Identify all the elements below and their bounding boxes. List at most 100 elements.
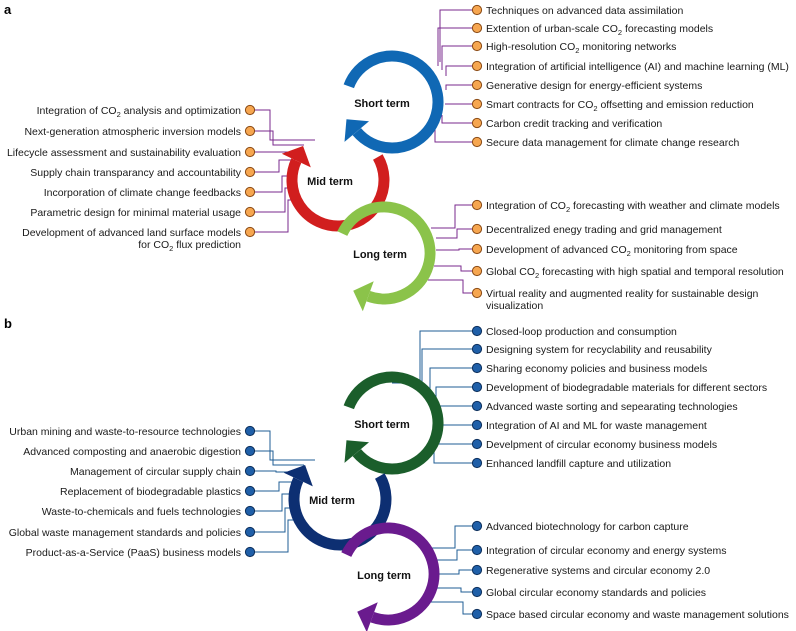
connector-line xyxy=(429,367,477,390)
bullet-dot xyxy=(471,287,483,299)
connector-line xyxy=(420,348,477,386)
mid-term-ring xyxy=(286,154,390,232)
connector-line xyxy=(436,549,477,561)
connector-line xyxy=(250,175,292,193)
connector-line xyxy=(250,493,292,512)
long-term-item: visualization xyxy=(486,300,543,312)
short-term-item: Integration of AI and ML for waste manag… xyxy=(486,420,707,432)
long-term-item: Integration of CO2 forecasting with weat… xyxy=(486,200,780,214)
mid-term-label: Mid term xyxy=(309,495,355,507)
connector-line xyxy=(434,265,477,272)
bullet-dot xyxy=(244,505,256,517)
bullet-dot xyxy=(471,381,483,393)
connector-line xyxy=(437,569,477,575)
short-term-item: Designing system for recyclability and r… xyxy=(486,344,713,356)
bullet-dot xyxy=(471,520,483,532)
connector-line xyxy=(437,27,477,66)
connector-line xyxy=(445,65,477,76)
long-term-ring xyxy=(337,201,436,305)
bullet-dot xyxy=(471,199,483,211)
long-term-label: Long term xyxy=(353,249,407,261)
short-term-item: Sharing economy policies and business mo… xyxy=(486,363,707,375)
bullet-dot xyxy=(471,400,483,412)
bullet-dot xyxy=(244,125,256,137)
long-term-label: Long term xyxy=(357,570,411,582)
connector-line xyxy=(435,436,477,445)
short-term-item: Enhanced landfill capture and utilizatio… xyxy=(486,458,671,470)
mid-term-item: Management of circular supply chain xyxy=(70,466,241,478)
bullet-dot xyxy=(244,546,256,558)
bullet-dot xyxy=(471,60,483,72)
mid-term-ring xyxy=(288,473,392,551)
connector-line xyxy=(250,109,315,141)
connector-line xyxy=(435,386,477,398)
bullet-dot xyxy=(471,265,483,277)
long-term-item: Global circular economy standards and po… xyxy=(486,587,706,599)
short-term-ring xyxy=(343,50,444,154)
bullet-dot xyxy=(471,586,483,598)
connector-line xyxy=(431,204,477,229)
mid-term-arrowhead xyxy=(283,465,313,487)
mid-term-item: Supply chain transparancy and accountabi… xyxy=(30,167,241,179)
connector-line xyxy=(250,481,295,492)
connector-line xyxy=(430,449,477,464)
bullet-dot xyxy=(471,564,483,576)
mid-term-item: Urban mining and waste-to-resource techn… xyxy=(9,426,241,438)
bullet-dot xyxy=(471,325,483,337)
long-term-item: Advanced biotechnology for carbon captur… xyxy=(486,521,689,533)
bullet-dot xyxy=(471,117,483,129)
short-term-item: Carbon credit tracking and verification xyxy=(486,118,662,130)
connector-line xyxy=(441,115,477,124)
bullet-dot xyxy=(471,223,483,235)
connector-line xyxy=(445,84,477,90)
long-term-item: Integration of circular economy and ener… xyxy=(486,545,726,557)
connector-line xyxy=(439,9,477,62)
bullet-dot xyxy=(471,98,483,110)
connector-line xyxy=(436,405,477,410)
bullet-dot xyxy=(244,186,256,198)
short-term-item: Extention of urban-scale CO2 forecasting… xyxy=(486,23,713,37)
bullet-dot xyxy=(471,79,483,91)
connector-line xyxy=(441,45,477,70)
bullet-dot xyxy=(471,243,483,255)
bullet-dot xyxy=(471,136,483,148)
short-term-label: Short term xyxy=(354,98,410,110)
long-term-item: Regenerative systems and circular econom… xyxy=(486,565,710,577)
bullet-dot xyxy=(244,104,256,116)
bullet-dot xyxy=(244,465,256,477)
mid-term-arrowhead xyxy=(281,146,311,168)
bullet-dot xyxy=(244,226,256,238)
short-term-ring xyxy=(343,371,444,475)
short-term-item: Develpment of circular economy business … xyxy=(486,439,717,451)
long-term-arrowhead xyxy=(353,281,374,312)
short-term-item: Development of biodegradable materials f… xyxy=(486,382,767,394)
bullet-dot xyxy=(471,343,483,355)
short-term-item: Closed-loop production and consumption xyxy=(486,326,677,338)
panel-letter: a xyxy=(4,2,12,17)
connector-line xyxy=(250,519,300,553)
bullet-dot xyxy=(471,362,483,374)
mid-term-item: Lifecycle assessment and sustainability … xyxy=(7,147,241,159)
mid-term-item: Waste-to-chemicals and fuels technologie… xyxy=(42,506,241,518)
connector-line xyxy=(250,199,296,233)
bullet-dot xyxy=(244,166,256,178)
bullet-dot xyxy=(471,4,483,16)
connector-line xyxy=(250,450,304,466)
bullet-dot xyxy=(244,425,256,437)
connector-line xyxy=(250,159,295,173)
connector-line xyxy=(434,126,477,143)
mid-term-item: Next-generation atmospheric inversion mo… xyxy=(24,126,241,138)
long-term-item: Virtual reality and augmented reality fo… xyxy=(486,288,759,300)
mid-term-item: Product-as-a-Service (PaaS) business mod… xyxy=(26,547,241,559)
short-term-item: Techniques on advanced data assimilation xyxy=(486,5,683,17)
connector-line xyxy=(428,601,477,615)
mid-term-item: for CO2 flux prediction xyxy=(138,239,241,253)
connector-line xyxy=(250,507,294,533)
long-term-item: Space based circular economy and waste m… xyxy=(486,609,789,621)
short-term-item: Generative design for energy-efficient s… xyxy=(486,80,702,92)
panel-letter: b xyxy=(4,316,12,331)
bullet-dot xyxy=(471,22,483,34)
short-term-label: Short term xyxy=(354,419,410,431)
